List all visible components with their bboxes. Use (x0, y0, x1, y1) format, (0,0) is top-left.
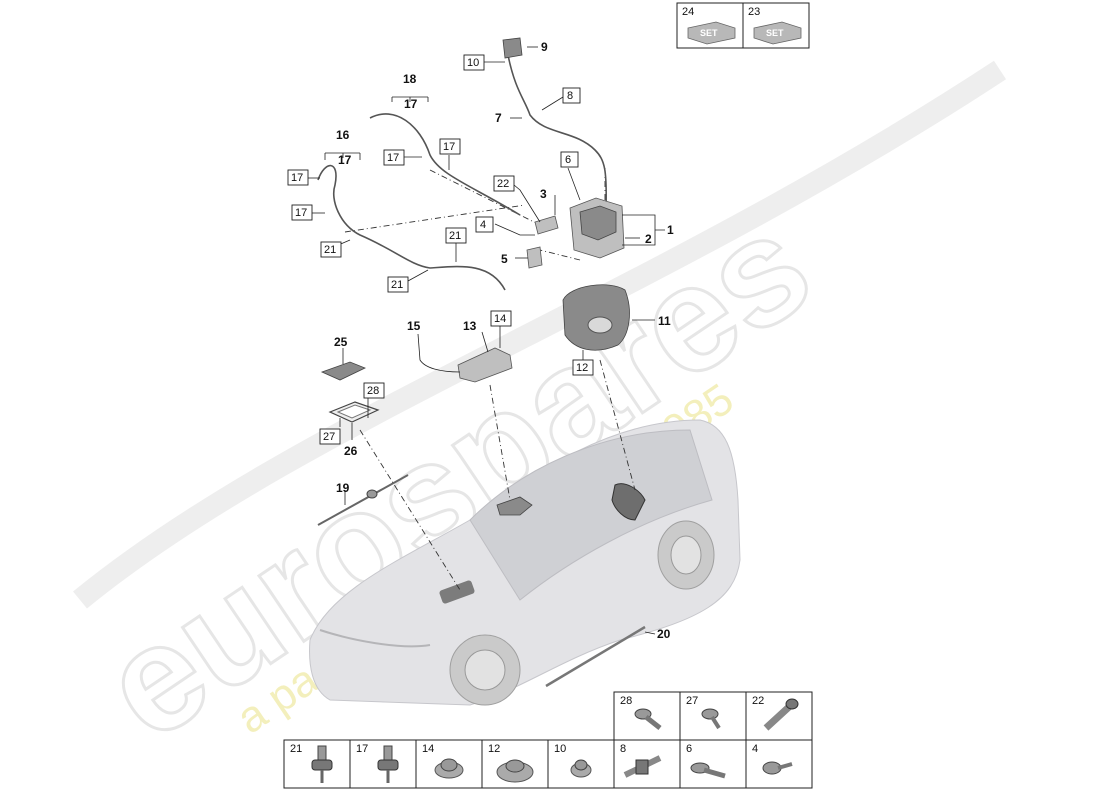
callout-27: 27 (323, 431, 335, 443)
flange-nut-icon (496, 759, 534, 783)
callout-11: 11 (658, 314, 671, 328)
callout-9: 9 (541, 40, 548, 54)
callout-17-header-a: 17 (338, 153, 352, 167)
set-badge-23: SET (766, 28, 784, 38)
callout-12: 12 (576, 362, 588, 374)
nut-icon (434, 758, 464, 779)
long-bolt-icon (763, 698, 799, 731)
callout-18: 18 (403, 72, 417, 86)
set-box-icon (687, 21, 736, 45)
module-part-25 (320, 361, 366, 381)
callout-7: 7 (495, 111, 502, 125)
callout-26: 26 (344, 444, 358, 458)
callout-17-d: 17 (443, 141, 455, 153)
fastener-num-28: 28 (620, 695, 632, 707)
callout-22: 22 (497, 178, 509, 190)
fastener-num-8: 8 (620, 743, 626, 755)
callout-28: 28 (367, 385, 379, 397)
module-part-13 (457, 347, 513, 383)
set-box-icon (753, 21, 802, 45)
callout-1: 1 (667, 223, 674, 237)
callout-17-a: 17 (291, 172, 303, 184)
bracket-clip-icon (623, 755, 662, 778)
set-badge-24: SET (700, 28, 718, 38)
screw-icon (701, 708, 721, 730)
callout-17-header-b: 17 (404, 97, 418, 111)
fastener-num-4: 4 (752, 743, 758, 755)
callout-5: 5 (501, 252, 508, 266)
bolt-icon (690, 762, 726, 779)
nut-icon (570, 759, 592, 778)
screw-icon (762, 761, 793, 775)
callout-17-c: 17 (387, 152, 399, 164)
fastener-num-17: 17 (356, 743, 368, 755)
callout-21-b: 21 (449, 230, 461, 242)
callout-20: 20 (657, 627, 671, 641)
clip-icon (311, 745, 333, 783)
callout-16: 16 (336, 128, 350, 142)
callout-labels: 1 2 3 4 5 6 7 8 9 10 11 12 13 14 15 16 1… (287, 40, 674, 641)
callout-19: 19 (336, 481, 350, 495)
callout-14: 14 (494, 313, 506, 325)
callout-13: 13 (463, 319, 477, 333)
callout-3: 3 (540, 187, 547, 201)
fastener-num-21: 21 (290, 743, 302, 755)
callout-8: 8 (567, 90, 573, 102)
callout-2: 2 (645, 232, 652, 246)
callout-6: 6 (565, 154, 571, 166)
callout-4: 4 (480, 219, 486, 231)
set-num-24: 24 (682, 6, 694, 18)
set-num-23: 23 (748, 6, 760, 18)
clip-icon (377, 745, 399, 783)
set-table: 24 23 SET SET (676, 2, 810, 49)
fastener-num-6: 6 (686, 743, 692, 755)
callout-10: 10 (467, 57, 479, 69)
callout-17-b: 17 (295, 207, 307, 219)
wiring-harness (317, 54, 608, 291)
fastener-num-22: 22 (752, 695, 764, 707)
connector-part-9 (502, 37, 523, 59)
callout-15: 15 (407, 319, 421, 333)
fastener-num-14: 14 (422, 743, 434, 755)
sensor-part-3 (534, 215, 559, 235)
fastener-num-27: 27 (686, 695, 698, 707)
callout-21-a: 21 (324, 244, 336, 256)
callout-21-c: 21 (391, 279, 403, 291)
callout-25: 25 (334, 335, 348, 349)
rod-part-19 (317, 474, 409, 526)
rod-part-20 (545, 625, 646, 688)
fastener-num-10: 10 (554, 743, 566, 755)
fastener-num-12: 12 (488, 743, 500, 755)
bolt-icon (634, 708, 662, 730)
bracket-part-5 (526, 246, 543, 269)
fastener-table: 28 27 22 21 17 14 12 10 8 6 4 (283, 691, 813, 789)
